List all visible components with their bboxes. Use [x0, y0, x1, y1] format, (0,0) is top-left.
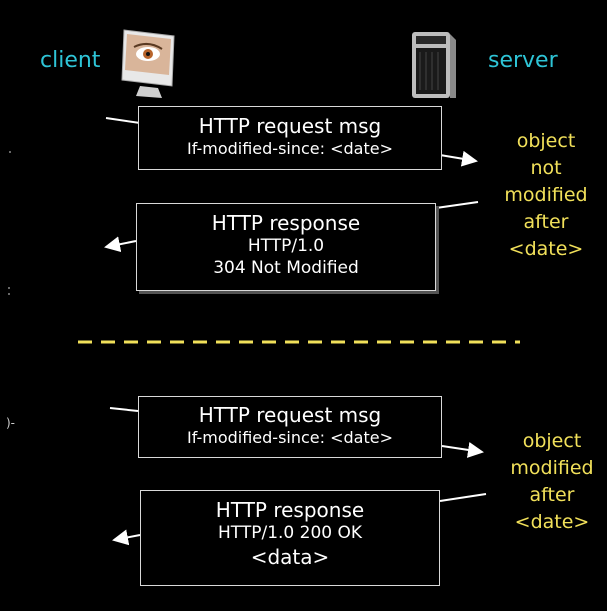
server-label: server [488, 48, 558, 73]
mac-pro-tower-icon [404, 30, 462, 102]
note-line: after [523, 211, 569, 233]
note-line: not [530, 157, 562, 179]
note-line: modified [510, 457, 594, 479]
margin-dot-1 [9, 151, 11, 153]
response-status-line: HTTP/1.0 200 OK [217, 523, 363, 543]
request-2-incoming-line [109, 407, 139, 412]
request-msg-box-2: HTTP request msg If-modified-since: <dat… [138, 396, 442, 458]
response-2-arrow [112, 529, 141, 546]
response-msg-box-1: HTTP response HTTP/1.0 304 Not Modified [136, 203, 436, 291]
response-2-incoming-line [439, 493, 487, 502]
imac-computer-icon [118, 28, 190, 100]
request-msg-box-1: HTTP request msg If-modified-since: <dat… [138, 106, 442, 170]
note-line: <date> [508, 238, 584, 260]
note-line: after [529, 484, 575, 506]
request-1-incoming-line [105, 117, 141, 124]
margin-dot-2 [8, 287, 10, 289]
note-line: <date> [514, 511, 590, 533]
note-line: object [516, 130, 576, 152]
note-not-modified: object not modified after <date> [492, 128, 600, 263]
client-label: client [40, 48, 101, 73]
note-line: object [522, 430, 582, 452]
note-line: modified [504, 184, 588, 206]
response-title: HTTP response [211, 211, 361, 235]
request-1-arrow [439, 150, 478, 167]
response-1-arrow [104, 236, 137, 253]
note-modified: object modified after <date> [500, 428, 604, 536]
response-data: <data> [250, 545, 330, 569]
response-1-incoming-line [435, 201, 479, 209]
request-2-arrow [441, 442, 484, 458]
response-msg-box-2: HTTP response HTTP/1.0 200 OK <data> [140, 490, 440, 586]
request-header: If-modified-since: <date> [186, 139, 393, 158]
margin-dot-3 [8, 293, 10, 295]
response-status-line-1: HTTP/1.0 [247, 236, 325, 256]
request-title: HTTP request msg [198, 403, 382, 427]
margin-mark: )- [6, 416, 16, 430]
request-title: HTTP request msg [198, 114, 382, 138]
request-header: If-modified-since: <date> [186, 428, 393, 447]
response-status-line-2: 304 Not Modified [213, 258, 359, 278]
response-title: HTTP response [215, 498, 365, 522]
